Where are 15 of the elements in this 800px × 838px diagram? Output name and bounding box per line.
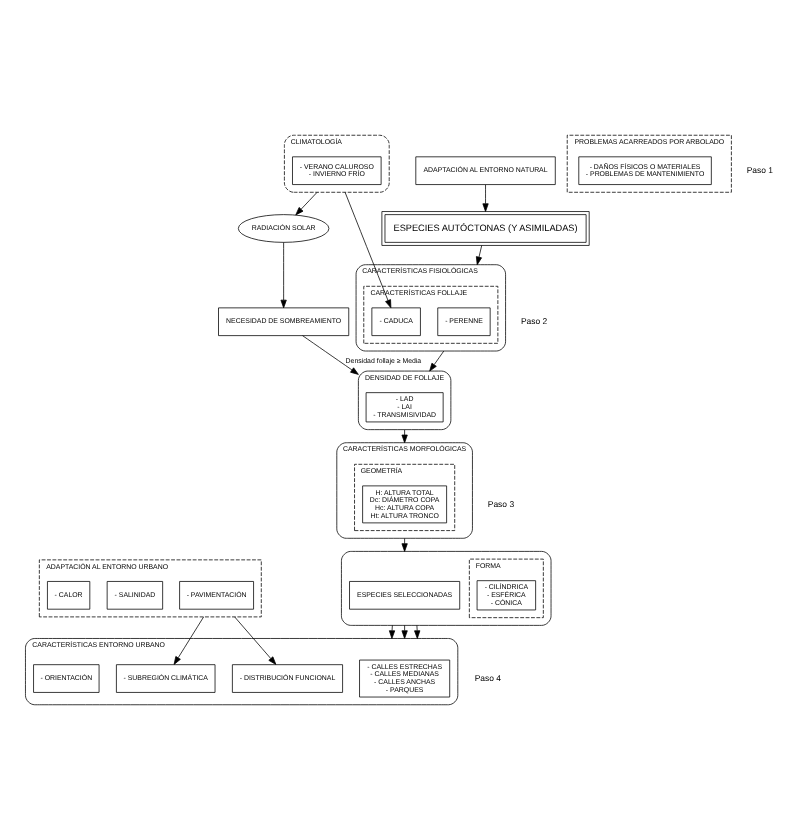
arrow [344, 190, 392, 308]
arrow [475, 244, 483, 265]
arrow [388, 624, 396, 638]
arrow [482, 183, 489, 211]
arrow [173, 615, 204, 664]
cluster [341, 550, 552, 625]
arrow [401, 536, 408, 551]
arrow [280, 241, 287, 308]
arrow [401, 624, 408, 638]
arrow [429, 349, 445, 371]
arrow [234, 615, 277, 664]
arrow [401, 428, 408, 443]
arrow [302, 334, 359, 374]
arrow [295, 190, 318, 215]
arrow [414, 624, 421, 638]
